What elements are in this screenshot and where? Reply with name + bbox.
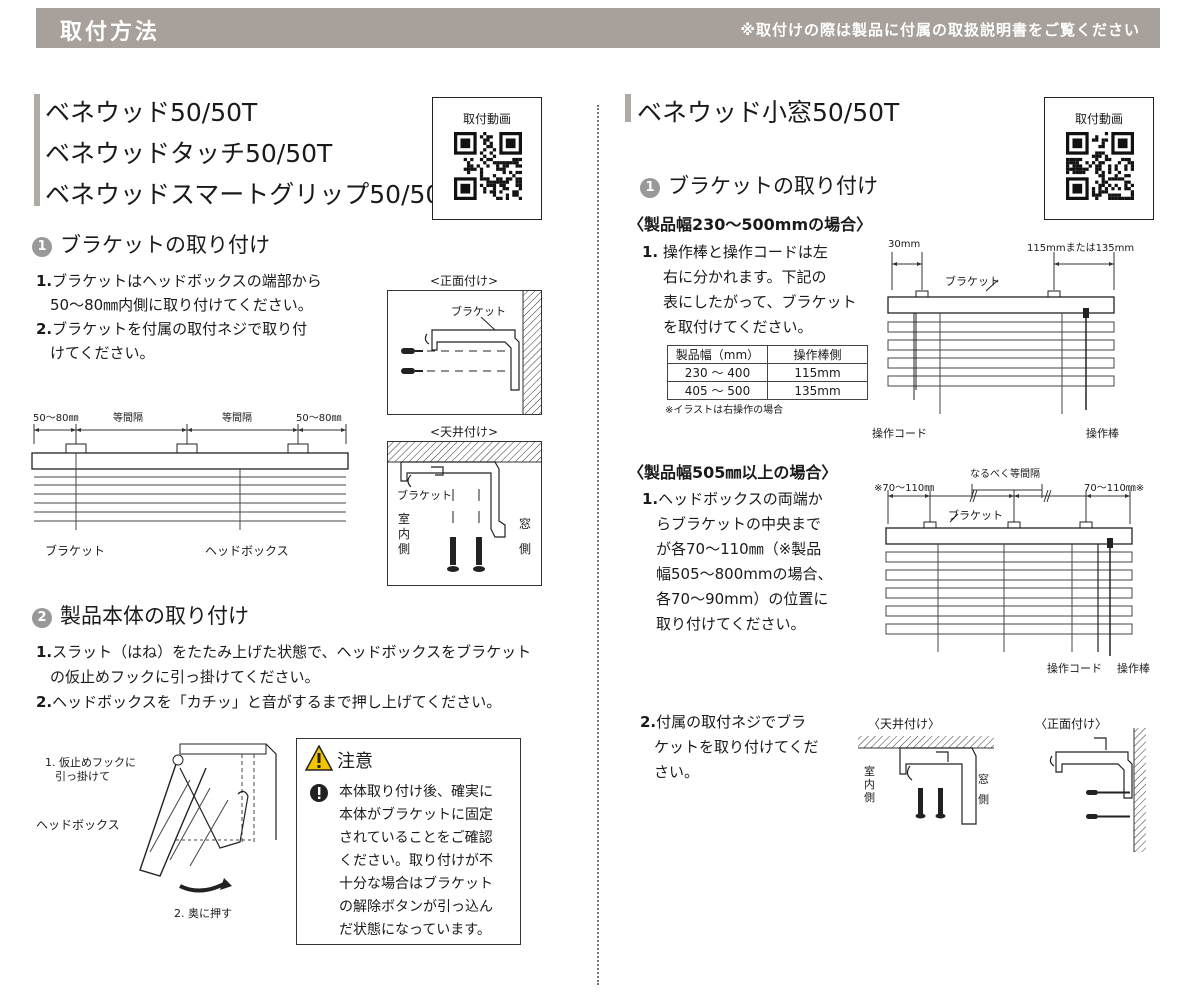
case1-wand-label: 操作棒 [1086, 427, 1119, 440]
right-ceiling-caption: 〈天井付け〉 [868, 717, 941, 731]
table-header: 製品幅（mm） [667, 345, 768, 364]
right-ceiling-mount-diagram [858, 736, 994, 825]
step-number-badge: 1 [640, 178, 660, 198]
right-front-caption: 〈正面付け〉 [1035, 717, 1108, 731]
right-step1-heading: 1 ブラケットの取り付け [640, 170, 878, 200]
hook-label-1: 1. 仮止めフックに [45, 756, 136, 769]
table-row: 230 〜 400 115mm [667, 363, 868, 382]
qr-label: 取付動画 [1074, 112, 1123, 126]
product-name-2: ベネウッドタッチ50/50T [45, 139, 333, 168]
table-note: ※イラストは右操作の場合 [665, 405, 784, 416]
step1-instructions: 1.ブラケットはヘッドボックスの端部から 50〜80㎜内側に取り付けてください。… [36, 272, 322, 362]
ceiling-mount-diagram [387, 441, 542, 586]
right-indoor-label: 室内側 [864, 765, 875, 804]
headbox-label-2: ヘッドボックス [36, 818, 120, 832]
front-mount-caption: <正面付け> [430, 274, 499, 288]
qr-code-icon [1066, 132, 1134, 200]
right-step1-title: ブラケットの取り付け [668, 174, 878, 198]
case1-instructions: 1. 操作棒と操作コードは左 右に分かれます。下記の 表にしたがって、ブラケット… [642, 243, 857, 336]
product-name-3: ベネウッドスマートグリップ50/50T [45, 180, 457, 209]
warning-icon [305, 745, 333, 771]
case2-blind-diagram [885, 484, 1133, 656]
step-number-badge: 1 [32, 237, 52, 257]
step-number-badge: 2 [32, 608, 52, 628]
qr-code-icon [454, 132, 522, 200]
step1-title: ブラケットの取り付け [60, 233, 270, 257]
qr-video-box-right[interactable]: 取付動画 [1044, 97, 1154, 220]
case2-instructions: 1.ヘッドボックスの両端か らブラケットの中央まで が各70〜110㎜（※製品 … [642, 490, 833, 633]
case2-title: 〈製品幅505㎜以上の場合〉 [628, 463, 838, 482]
case1-title: 〈製品幅230〜500mmの場合〉 [628, 215, 873, 234]
caution-title: 注意 [337, 751, 373, 772]
section-title: 取付方法 [60, 20, 161, 45]
dim-equal-1: 等間隔 [113, 413, 143, 424]
case1-blind-diagram [887, 252, 1115, 414]
case2-wand-label: 操作棒 [1117, 662, 1150, 675]
hook-install-diagram [139, 743, 277, 893]
right-window-label: 窓側 [978, 773, 989, 806]
column-divider [597, 105, 599, 985]
headbox-label: ヘッドボックス [205, 544, 289, 558]
table-row: 405 〜 500 135mm [667, 381, 868, 400]
qr-label: 取付動画 [462, 112, 511, 126]
step2-instructions: 1.スラット（はね）をたたみ上げた状態で、ヘッドボックスをブラケット の仮止めフ… [36, 643, 532, 711]
dim-equal-2: 等間隔 [222, 413, 252, 424]
push-label: 2. 奥に押す [174, 907, 232, 920]
width-spec-table: 製品幅（mm） 操作棒側 230 〜 400 115mm 405 〜 500 1… [667, 345, 868, 400]
headbox-dimension-diagram [31, 424, 349, 530]
alert-icon [310, 784, 328, 802]
case2-dim-left: ※70〜110㎜ [874, 483, 935, 494]
dim-right: 50〜80㎜ [296, 413, 342, 424]
dim-left: 50〜80㎜ [33, 413, 79, 424]
case1-dim-left: 30mm [888, 239, 921, 250]
case2-dim-mid: なるべく等間隔 [970, 469, 1040, 480]
ceiling-mount-caption: <天井付け> [430, 425, 499, 439]
step2-heading: 2 製品本体の取り付け [32, 600, 249, 630]
product-name-1: ベネウッド50/50T [45, 98, 258, 127]
product-name-small-window: ベネウッド小窓50/50T [637, 98, 900, 127]
case2-bracket-label: ブラケット [948, 509, 1003, 522]
table-header: 操作棒側 [767, 345, 868, 364]
case2-dim-right: 70〜110㎜※ [1084, 483, 1145, 494]
right-front-mount-diagram [1049, 728, 1146, 852]
header-note: ※取付けの際は製品に付属の取扱説明書をご覧ください [740, 21, 1140, 39]
case2-cord-label: 操作コード [1047, 662, 1102, 675]
product-accent-bar [34, 94, 40, 206]
case1-cord-label: 操作コード [872, 427, 927, 440]
qr-video-box[interactable]: 取付動画 [432, 97, 542, 220]
product-accent-bar [625, 94, 631, 122]
case1-dim-right: 115mmまたは135mm [1027, 243, 1135, 254]
front-bracket-label: ブラケット [451, 305, 506, 318]
front-mount-diagram [387, 290, 542, 415]
bracket-label: ブラケット [45, 544, 106, 558]
caution-body: 本体取り付け後、確実に 本体がブラケットに固定 されていることをご確認 ください… [339, 784, 493, 938]
ceiling-bracket-label: ブラケット [397, 489, 452, 502]
section-header: 取付方法 ※取付けの際は製品に付属の取扱説明書をご覧ください [36, 8, 1160, 48]
hook-label-2: 引っ掛けて [55, 770, 110, 783]
case1-bracket-label: ブラケット [945, 275, 1000, 288]
indoor-side-label: 室内側 [398, 512, 411, 556]
right-step2-instructions: 2.付属の取付ネジでブラ ケットを取り付けてくだ さい。 [640, 713, 819, 781]
window-side-label: 窓側 [519, 517, 532, 556]
step1-heading: 1 ブラケットの取り付け [32, 229, 270, 259]
step2-title: 製品本体の取り付け [60, 604, 249, 628]
caution-box: 注意 本体取り付け後、確実に 本体がブラケットに固定 されていることをご確認 く… [296, 738, 521, 945]
